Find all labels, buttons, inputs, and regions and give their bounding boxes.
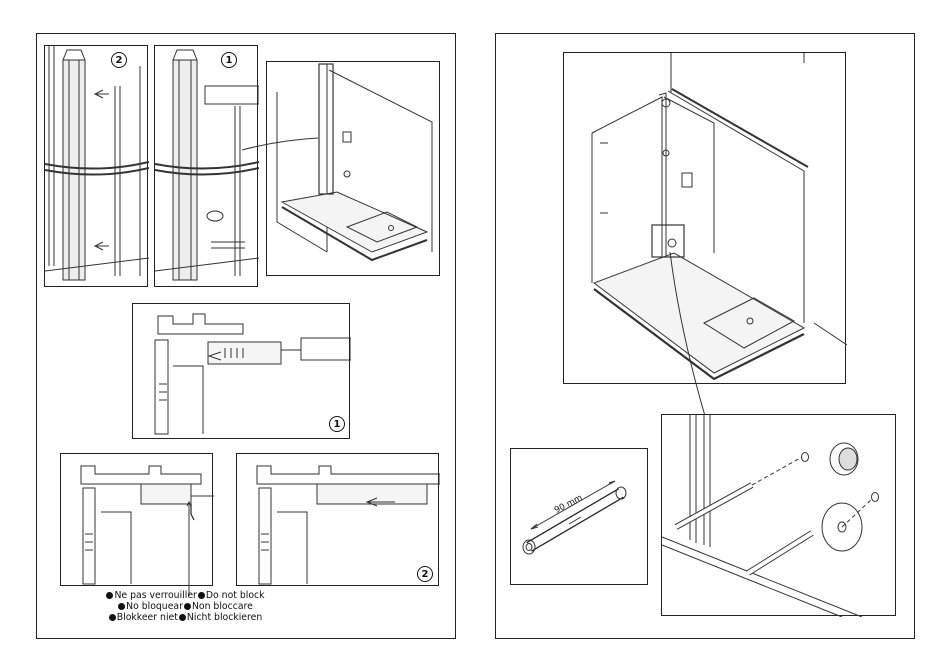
- caption-es: No bloquear: [126, 601, 183, 612]
- caption-de: Nicht blockieren: [187, 612, 262, 623]
- profile-step-1-panel: 1: [154, 45, 258, 287]
- leader-line-overview: [240, 120, 320, 160]
- pointer-line: [186, 500, 196, 600]
- bullet-icon: [118, 603, 125, 610]
- detail-2-badge: 2: [417, 566, 433, 582]
- caption-it: Non bloccare: [192, 601, 253, 612]
- caption-nl: Blokkeer niet: [117, 612, 178, 623]
- caption-line-1: Ne pas verrouiller Do not block: [60, 590, 310, 601]
- shower-overview-drawing: [267, 62, 441, 277]
- profile-step-2-panel: 2: [44, 45, 148, 287]
- detail-1-badge: 1: [329, 416, 345, 432]
- caption-fr: Ne pas verrouiller: [114, 590, 196, 601]
- rod-installation-drawing: [662, 415, 897, 617]
- multilingual-caption: Ne pas verrouiller Do not block No bloque…: [60, 590, 310, 623]
- step-2-number: 2: [116, 55, 123, 66]
- leader-line-enclosure: [660, 250, 720, 420]
- bullet-icon: [106, 592, 113, 599]
- profile-detail-2-drawing: [237, 454, 440, 587]
- rod-dimension-panel: 90 mm: [510, 448, 648, 585]
- detail-2-number: 2: [422, 569, 429, 580]
- profile-detail-1-drawing: [133, 304, 351, 440]
- rod-drawing: [511, 449, 649, 586]
- bullet-icon: [198, 592, 205, 599]
- profile-detail-1-panel: 1: [132, 303, 350, 439]
- bullet-icon: [109, 614, 116, 621]
- step-1-number: 1: [226, 55, 233, 66]
- caption-line-2: No bloquear Non bloccare: [60, 601, 310, 612]
- caption-line-3: Blokkeer niet Nicht blockieren: [60, 612, 310, 623]
- caption-en: Do not block: [206, 590, 265, 601]
- profile-detail-2-panel: 2: [236, 453, 439, 586]
- profile-step-2-drawing: [45, 46, 149, 288]
- step-1-badge: 1: [221, 52, 237, 68]
- profile-step-1-drawing: [155, 46, 259, 288]
- bullet-icon: [184, 603, 191, 610]
- rod-installation-panel: [661, 414, 896, 616]
- step-2-badge: 2: [111, 52, 127, 68]
- shower-overview-panel: [266, 61, 440, 276]
- bullet-icon: [179, 614, 186, 621]
- detail-1-number: 1: [334, 419, 341, 430]
